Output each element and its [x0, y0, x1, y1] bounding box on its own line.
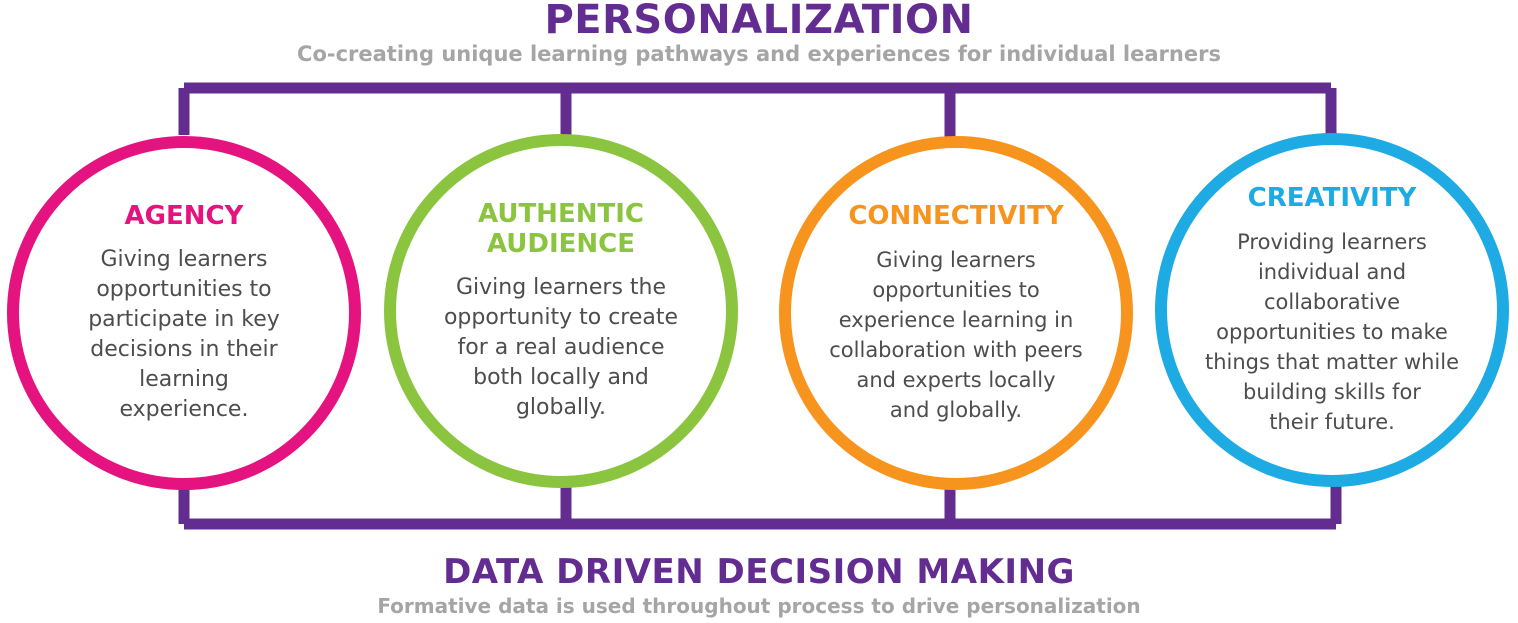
- creativity-description: Providing learners individual and collab…: [1204, 230, 1460, 434]
- data-driven-title: DATA DRIVEN DECISION MAKING: [443, 552, 1075, 592]
- connectivity-title: CONNECTIVITY: [848, 201, 1064, 231]
- authentic-audience-description: Giving learners the opportunity to creat…: [443, 275, 679, 420]
- footer: DATA DRIVEN DECISION MAKING Formative da…: [0, 552, 1518, 620]
- agency-circle: AGENCY Giving learners opportunities to …: [7, 136, 361, 490]
- agency-description: Giving learners opportunities to partici…: [88, 247, 280, 422]
- data-driven-subtitle: Formative data is used throughout proces…: [377, 594, 1141, 618]
- connectivity-description: Giving learners opportunities to experie…: [829, 248, 1083, 422]
- connectivity-circle: CONNECTIVITY Giving learners opportuniti…: [779, 136, 1133, 490]
- personalization-subtitle: Co-creating unique learning pathways and…: [297, 42, 1221, 66]
- creativity-title: CREATIVITY: [1247, 183, 1417, 213]
- creativity-circle: CREATIVITY Providing learners individual…: [1155, 133, 1509, 487]
- authentic-audience-title: AUTHENTIC AUDIENCE: [478, 199, 644, 259]
- personalization-title: PERSONALIZATION: [544, 0, 974, 43]
- agency-title: AGENCY: [124, 201, 244, 231]
- authentic-audience-circle: AUTHENTIC AUDIENCE Giving learners the o…: [384, 134, 738, 488]
- header: PERSONALIZATION Co-creating unique learn…: [0, 0, 1518, 68]
